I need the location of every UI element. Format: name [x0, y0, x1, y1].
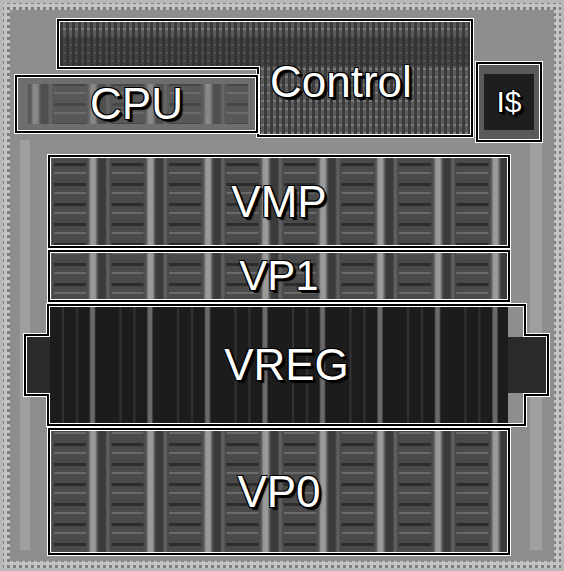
label-holder: CPU [17, 77, 256, 131]
outline-halo [25, 305, 548, 425]
block-region: CPU [15, 75, 258, 133]
region-label: VP0 [237, 470, 320, 514]
label-holder: VP0 [50, 430, 508, 553]
label-holder: VREG [25, 305, 548, 425]
outline-line [25, 305, 548, 425]
region-label: I$ [496, 87, 521, 117]
block-region: VMP [48, 155, 510, 248]
region-label: CPU [90, 82, 183, 126]
region-label: Control [270, 60, 412, 104]
region-label: VREG [224, 343, 349, 387]
outline-halo [58, 20, 472, 136]
block-region: VP1 [48, 250, 510, 302]
outline-line [58, 20, 472, 136]
label-holder: VMP [50, 157, 508, 246]
label-holder: VP1 [50, 252, 508, 300]
label-holder: I$ [478, 64, 540, 140]
block-region: I$ [476, 62, 542, 142]
block-region: VP0 [48, 428, 510, 555]
region-label: VMP [231, 180, 326, 224]
region-label: VP1 [239, 255, 318, 297]
block-region: VREG [25, 305, 548, 425]
